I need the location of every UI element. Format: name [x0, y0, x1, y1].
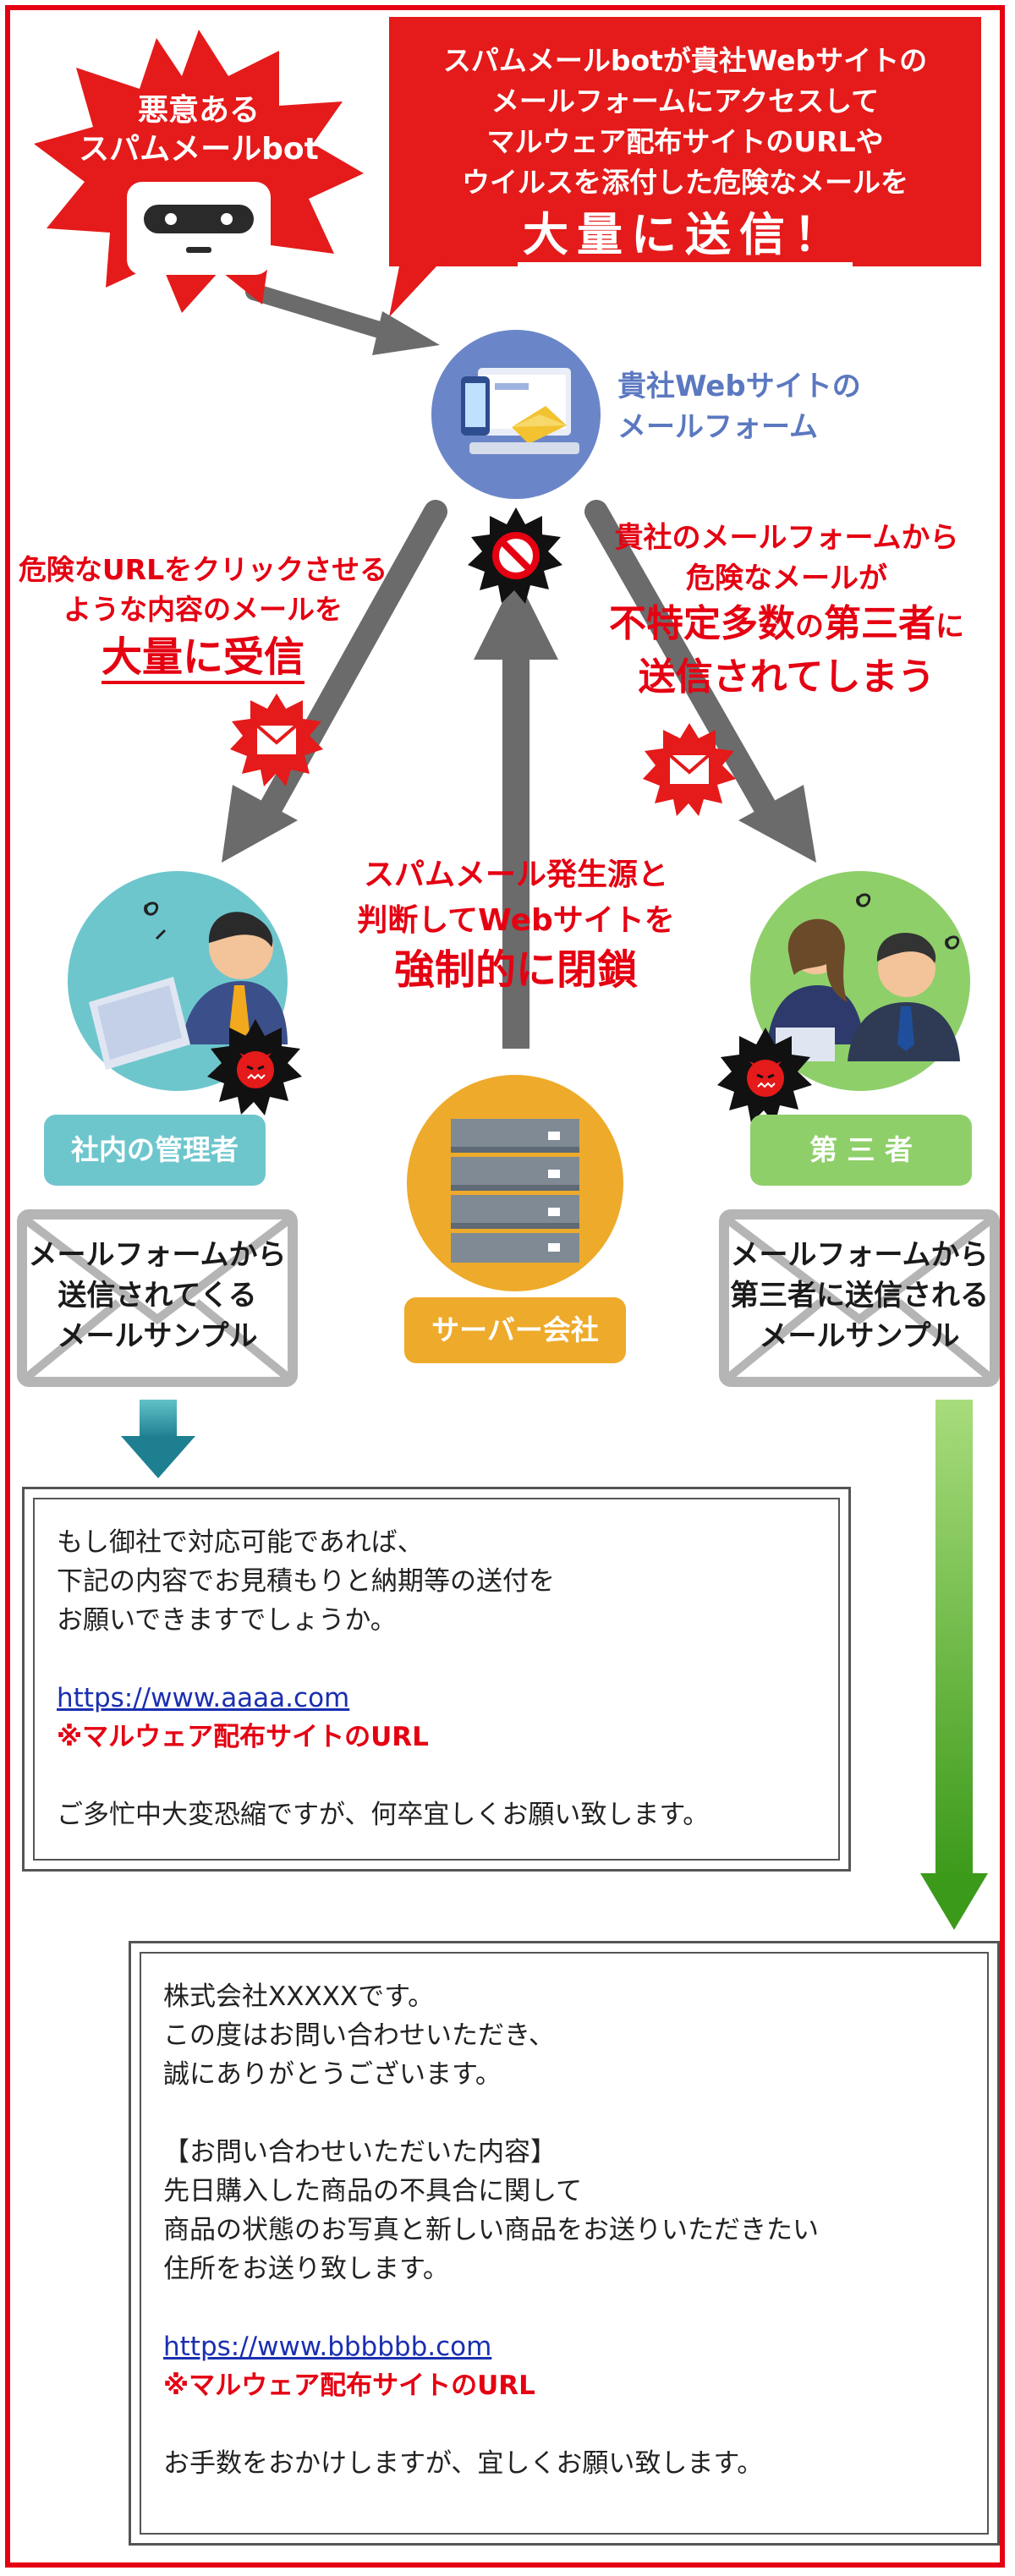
callout-tail — [389, 254, 448, 317]
callout-line: マルウェア配布サイトのURLや — [486, 125, 884, 158]
left-note-emphasis: 大量に受信 — [101, 633, 304, 684]
mail-badge-icon-right — [643, 723, 736, 816]
prohibited-icon — [468, 507, 562, 604]
mail-sample-third-party: 株式会社XXXXXです。 この度はお問い合わせいただき、 誠にありがとうございま… — [129, 1941, 1000, 2546]
bot-label: 悪意ある スパムメールbot — [47, 91, 351, 169]
right-note-line4: 送信されてしまう — [638, 655, 935, 699]
third-party-envelope-text: メールフォームから 第三者に送信される メールサンプル — [716, 1235, 1003, 1357]
right-note-particle2: に — [935, 610, 964, 644]
callout-line: スパムメールbotが貴社Webサイトの — [442, 44, 928, 77]
admin-envelope-icon — [17, 1209, 298, 1387]
callout-emphasis: 大量に送信！ — [518, 208, 853, 266]
bot-starburst — [34, 30, 364, 313]
center-note-emphasis: 強制的に閉鎖 — [393, 946, 638, 994]
malware-warning: ※マルウェア配布サイトのURL — [163, 2370, 535, 2401]
third-party-envelope-line1: メールフォームから — [730, 1238, 989, 1272]
center-note: スパムメール発生源と 判断してWebサイトを 強制的に閉鎖 — [326, 852, 706, 996]
arrow-third-party-down — [920, 1400, 988, 1930]
third-party-envelope-line2: 第三者に送信される — [730, 1279, 989, 1313]
callout-line: メールフォームにアクセスして — [491, 85, 880, 118]
angry-face-badge-icon — [207, 1019, 302, 1115]
mail-line: もし御社で対応可能であれば、 — [57, 1527, 424, 1558]
server-icon — [407, 1075, 623, 1291]
mail-line: 下記の内容でお見積もりと納期等の送付を — [57, 1566, 555, 1597]
left-note-line1: 危険なURLをクリックさせる — [18, 553, 388, 586]
bot-label-line2: スパムメールbot — [79, 132, 319, 167]
admin-label: 社内の管理者 — [44, 1115, 266, 1186]
mail-closing: ご多忙中大変恐縮ですが、何卒宜しくお願い致します。 — [57, 1800, 710, 1830]
robot-face-icon — [127, 182, 271, 275]
malware-link[interactable]: https://www.bbbbbb.com — [163, 2332, 492, 2362]
mail-sample-admin: もし御社で対応可能であれば、 下記の内容でお見積もりと納期等の送付を お願いでき… — [22, 1487, 851, 1872]
warning-callout: スパムメールbotが貴社Webサイトの メールフォームにアクセスして マルウェア… — [389, 17, 981, 266]
mail-line: 商品の状態のお写真と新しい商品をお送りいただきたい — [163, 2215, 819, 2245]
arrow-webform-to-third-party — [584, 500, 816, 863]
web-form-icon — [431, 330, 601, 499]
outer-frame — [5, 5, 1005, 2568]
mail-line: 住所をお送り致します。 — [163, 2254, 449, 2284]
mail-line: 【お問い合わせいただいた内容】 — [163, 2137, 557, 2168]
mail-line: 株式会社XXXXXです。 — [163, 1981, 435, 2012]
center-note-line2: 判断してWebサイトを — [357, 903, 675, 938]
arrow-bot-to-webform — [245, 283, 440, 355]
third-party-avatar — [750, 871, 970, 1091]
mail-line: 誠にありがとうございます。 — [163, 2059, 502, 2090]
bot-label-line1: 悪意ある — [137, 93, 260, 128]
web-form-label: 貴社Webサイトの メールフォーム — [617, 366, 861, 447]
left-note-line2: ような内容のメールを — [63, 593, 343, 626]
malware-warning: ※マルウェア配布サイトのURL — [57, 1722, 429, 1752]
right-note-third-party: 第三者 — [824, 602, 935, 645]
mail-sample-admin-body: もし御社で対応可能であれば、 下記の内容でお見積もりと納期等の送付を お願いでき… — [33, 1498, 840, 1861]
admin-envelope-text: メールフォームから 送信されてくる メールサンプル — [17, 1235, 298, 1357]
mail-sample-third-party-body: 株式会社XXXXXです。 この度はお問い合わせいただき、 誠にありがとうございま… — [140, 1952, 989, 2535]
web-form-label-line1: 貴社Webサイトの — [617, 370, 861, 403]
right-note: 貴社のメールフォームから 危険なメールが 不特定多数の第三者に 送信されてしまう — [567, 518, 1007, 703]
arrow-admin-down — [121, 1400, 195, 1478]
right-note-line2: 危険なメールが — [686, 562, 887, 595]
third-party-envelope-icon — [719, 1209, 1000, 1387]
malware-link[interactable]: https://www.aaaa.com — [57, 1683, 350, 1713]
mail-closing: お手数をおかけしますが、宜しくお願い致します。 — [163, 2448, 764, 2479]
admin-envelope-line1: メールフォームから — [28, 1238, 287, 1272]
callout-line: ウイルスを添付した危険なメールを — [462, 166, 908, 199]
web-form-label-line2: メールフォーム — [617, 410, 818, 444]
angry-face-badge-icon-right — [717, 1028, 812, 1124]
third-party-envelope-line3: メールサンプル — [759, 1319, 960, 1353]
admin-envelope-line3: メールサンプル — [57, 1319, 258, 1353]
arrow-server-to-webform — [474, 575, 558, 1049]
server-label: サーバー会社 — [404, 1297, 626, 1363]
mail-line — [163, 2094, 987, 2133]
center-note-line1: スパムメール発生源と — [363, 858, 668, 892]
mail-badge-icon — [230, 693, 323, 787]
mail-line: この度はお問い合わせいただき、 — [163, 2020, 555, 2051]
admin-envelope-line2: 送信されてくる — [58, 1279, 257, 1313]
right-note-line1: 貴社のメールフォームから — [614, 521, 959, 555]
right-note-unspecified: 不特定多数 — [609, 602, 795, 645]
third-party-label: 第 三 者 — [750, 1115, 972, 1186]
right-note-particle: の — [795, 610, 824, 644]
left-note: 危険なURLをクリックさせる ような内容のメールを 大量に受信 — [0, 550, 406, 685]
mail-line: 先日購入した商品の不具合に関して — [163, 2176, 583, 2206]
mail-line: お願いできますでしょうか。 — [57, 1605, 397, 1636]
